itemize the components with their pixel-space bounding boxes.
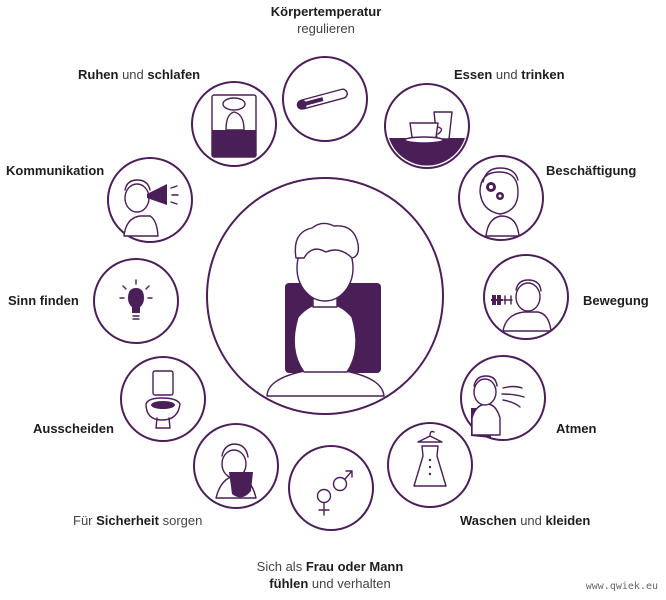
- label-text: sorgen: [158, 513, 203, 528]
- breathing-person-icon: [460, 355, 546, 441]
- label-bold: Ruhen: [78, 67, 119, 82]
- label-essen-trinken: Essen und trinken: [454, 66, 565, 83]
- shield-person-icon: [193, 423, 279, 509]
- label-bold: kleiden: [545, 513, 591, 528]
- head-with-gears-icon: [458, 155, 544, 241]
- label-koerpertemperatur: Körpertemperatur regulieren: [259, 3, 393, 37]
- label-text: und: [118, 67, 148, 82]
- label-bold: Sicherheit: [96, 513, 159, 528]
- light-bulb-icon: [93, 258, 179, 344]
- center-person: [206, 177, 444, 415]
- label-sinn-finden: Sinn finden: [8, 292, 79, 309]
- toilet-icon: [120, 356, 206, 442]
- label-text: Für: [73, 513, 97, 528]
- megaphone-icon: [107, 157, 193, 243]
- coffee-cup-icon: [384, 83, 470, 169]
- label-bold: Bewegung: [583, 293, 649, 308]
- thermometer-icon: [282, 56, 368, 142]
- label-bold: Kommunikation: [6, 163, 105, 178]
- label-frau-mann: Sich als Frau oder Mann fühlen und verha…: [240, 558, 420, 592]
- label-bold: trinken: [521, 67, 565, 82]
- label-sicherheit: Für Sicherheit sorgen: [73, 512, 202, 529]
- label-bold: Frau oder Mann: [305, 559, 404, 574]
- label-bold: Körpertemperatur: [270, 4, 382, 19]
- label-ruhen-schlafen: Ruhen und schlafen: [78, 66, 200, 83]
- label-bold: Essen: [454, 67, 493, 82]
- label-beschaeftigung: Beschäftigung: [546, 162, 636, 179]
- label-text: und verhalten: [308, 576, 391, 591]
- watermark: www.qwiek.eu: [585, 581, 658, 592]
- label-bold: Waschen: [460, 513, 517, 528]
- label-text: und: [516, 513, 546, 528]
- gender-symbols-icon: [288, 445, 374, 531]
- label-bold: Atmen: [556, 421, 597, 436]
- dumbbell-icon: [483, 254, 569, 340]
- label-kommunikation: Kommunikation: [6, 162, 104, 179]
- bed-sleeping-icon: [191, 81, 277, 167]
- label-bold: Beschäftigung: [546, 163, 637, 178]
- label-text: regulieren: [297, 21, 355, 36]
- dress-on-hanger-icon: [387, 422, 473, 508]
- label-waschen-kleiden: Waschen und kleiden: [460, 512, 590, 529]
- label-text: Sich als: [256, 559, 306, 574]
- label-bold: Sinn finden: [8, 293, 79, 308]
- label-bewegung: Bewegung: [583, 292, 649, 309]
- label-ausscheiden: Ausscheiden: [33, 420, 114, 437]
- label-bold: Ausscheiden: [33, 421, 114, 436]
- label-text: und: [492, 67, 522, 82]
- label-atmen: Atmen: [556, 420, 596, 437]
- label-bold: fühlen: [269, 576, 309, 591]
- label-bold: schlafen: [147, 67, 201, 82]
